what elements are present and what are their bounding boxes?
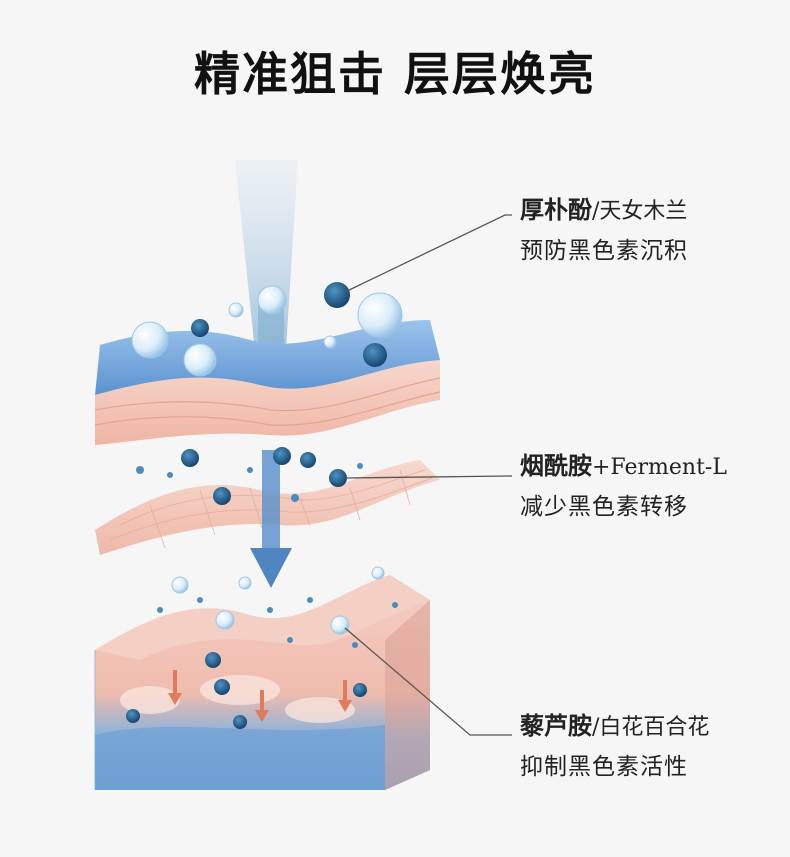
annotation-ingredient: 藜芦胺	[520, 711, 592, 740]
annotation-ingredient: 厚朴酚	[520, 195, 592, 224]
page-title: 精准狙击 层层焕亮	[193, 47, 596, 101]
annotation-effect: 预防黑色素沉积	[520, 238, 688, 264]
annotation-magnolol: 厚朴酚/天女木兰 预防黑色素沉积	[520, 190, 688, 265]
epidermis-layer	[94, 320, 441, 445]
annotation-effect: 减少黑色素转移	[520, 494, 688, 520]
annotation-ingredient: 烟酰胺	[520, 451, 592, 480]
annotation-niacinamide: 烟酰胺+Ferment-L 减少黑色素转移	[520, 446, 727, 521]
annotation-veratramine: 藜芦胺/白花百合花 抑制黑色素活性	[520, 706, 709, 781]
molecules	[126, 282, 387, 729]
leader-lines	[344, 214, 513, 736]
down-arrow	[250, 450, 292, 588]
annotation-source: /白花百合花	[592, 715, 710, 740]
dermis-block	[94, 575, 430, 790]
bubbles	[131, 285, 403, 635]
annotation-source: /天女木兰	[592, 199, 688, 224]
particles	[136, 463, 398, 648]
annotation-effect: 抑制黑色素活性	[520, 754, 688, 780]
annotation-source: +Ferment-L	[592, 455, 727, 480]
